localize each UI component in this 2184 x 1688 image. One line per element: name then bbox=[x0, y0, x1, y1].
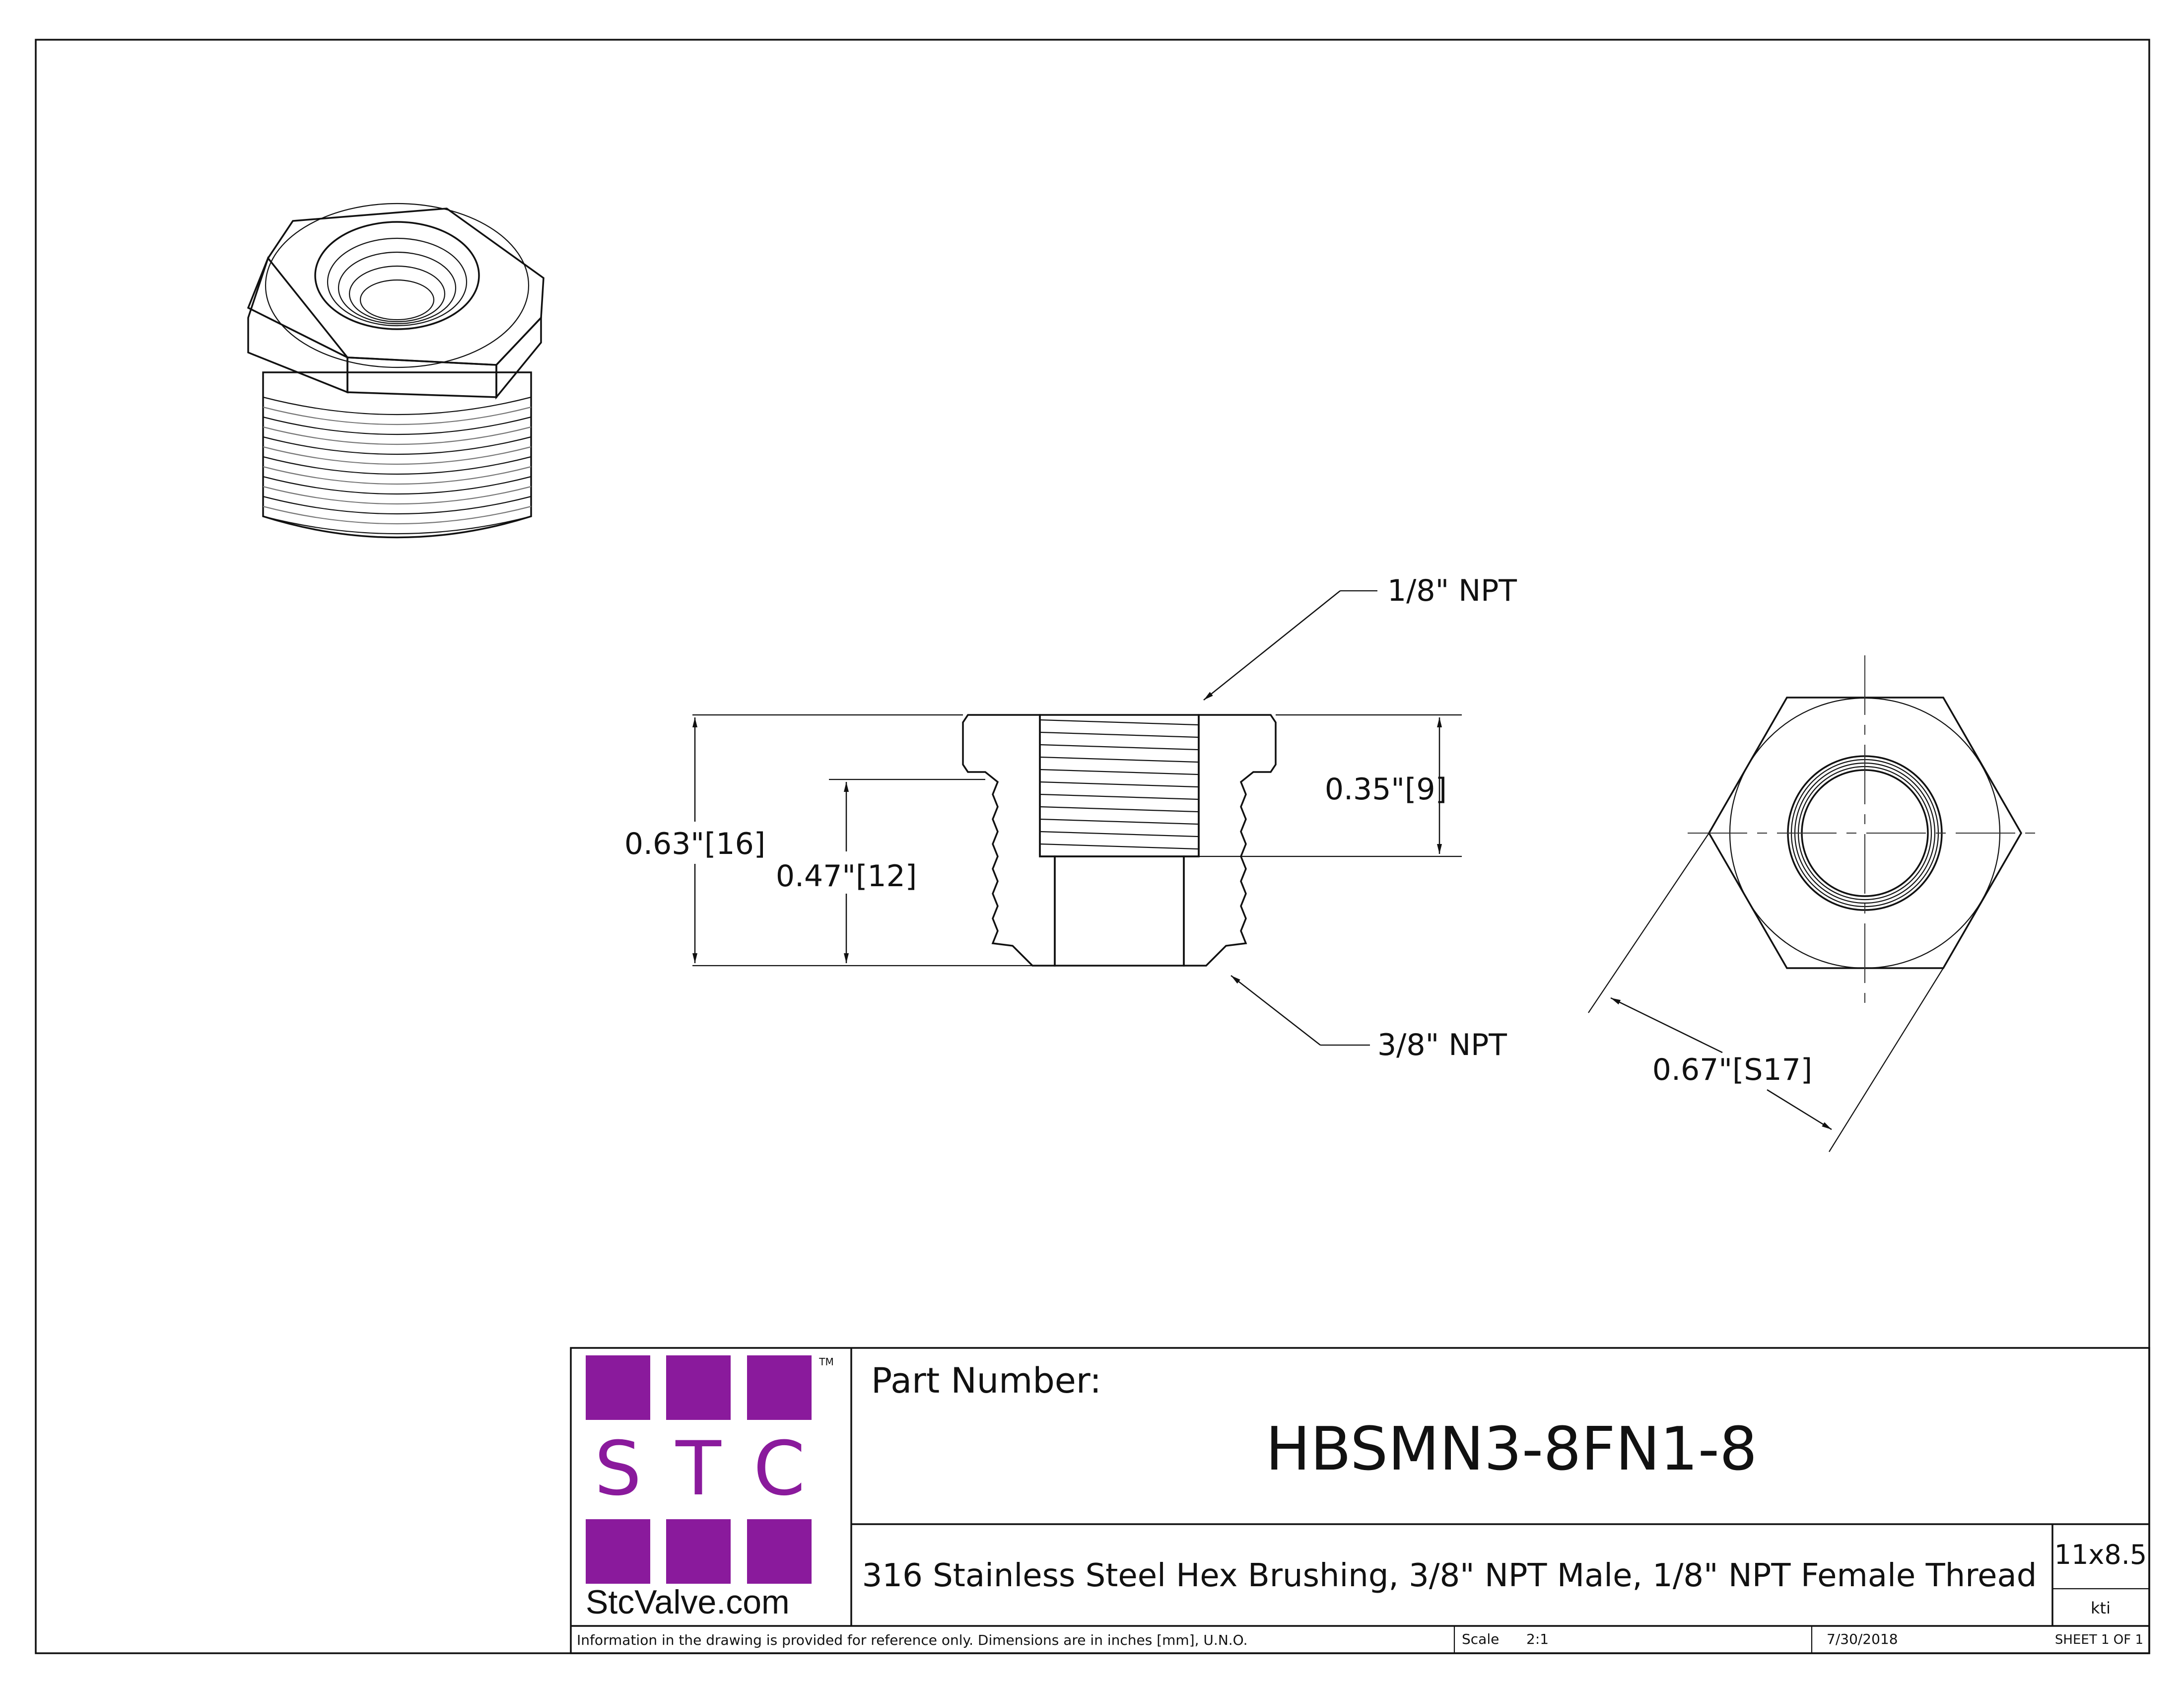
part-description: 316 Stainless Steel Hex Brushing, 3/8" N… bbox=[862, 1557, 2037, 1594]
dim-overall-height: 0.63"[16] bbox=[624, 827, 765, 861]
logo-letter-s: S bbox=[594, 1426, 641, 1512]
author: kti bbox=[2091, 1599, 2111, 1618]
dim-thread-length: 0.47"[12] bbox=[776, 859, 917, 894]
logo-letter-t: T bbox=[675, 1426, 722, 1512]
paper-size: 11x8.5 bbox=[2054, 1539, 2147, 1570]
stc-logo: S T C TM StcValve.com bbox=[586, 1355, 834, 1621]
callout-female-thread: 1/8" NPT bbox=[1387, 573, 1517, 608]
logo-letter-c: C bbox=[753, 1426, 806, 1512]
section-view bbox=[962, 714, 1277, 967]
logo-trademark: TM bbox=[819, 1356, 833, 1368]
sheet-border bbox=[35, 39, 2150, 1654]
section-dimensions: 0.63"[16] 0.47"[12] 0.35"[9] bbox=[623, 714, 1462, 967]
logo-website: StcValve.com bbox=[586, 1583, 790, 1621]
part-number-label: Part Number: bbox=[871, 1360, 1101, 1401]
dim-hex-height: 0.35"[9] bbox=[1325, 772, 1447, 807]
sheet-number: SHEET 1 OF 1 bbox=[2055, 1632, 2143, 1647]
thread-callouts: 1/8" NPT 3/8" NPT bbox=[1203, 573, 1517, 1062]
callout-male-thread: 3/8" NPT bbox=[1377, 1028, 1507, 1062]
dim-hex-across-flats: 0.67"[S17] bbox=[1652, 1053, 1812, 1087]
drawing-date: 7/30/2018 bbox=[1827, 1631, 1898, 1647]
scale-value: 2:1 bbox=[1526, 1631, 1549, 1647]
isometric-view bbox=[247, 203, 545, 539]
disclaimer: Information in the drawing is provided f… bbox=[577, 1632, 1247, 1648]
part-number: HBSMN3-8FN1-8 bbox=[1266, 1415, 1758, 1484]
title-block: S T C TM StcValve.com Part Number: HBSMN… bbox=[570, 1347, 2150, 1654]
end-view: 0.67"[S17] bbox=[1588, 655, 2043, 1152]
scale-label: Scale bbox=[1462, 1631, 1499, 1647]
